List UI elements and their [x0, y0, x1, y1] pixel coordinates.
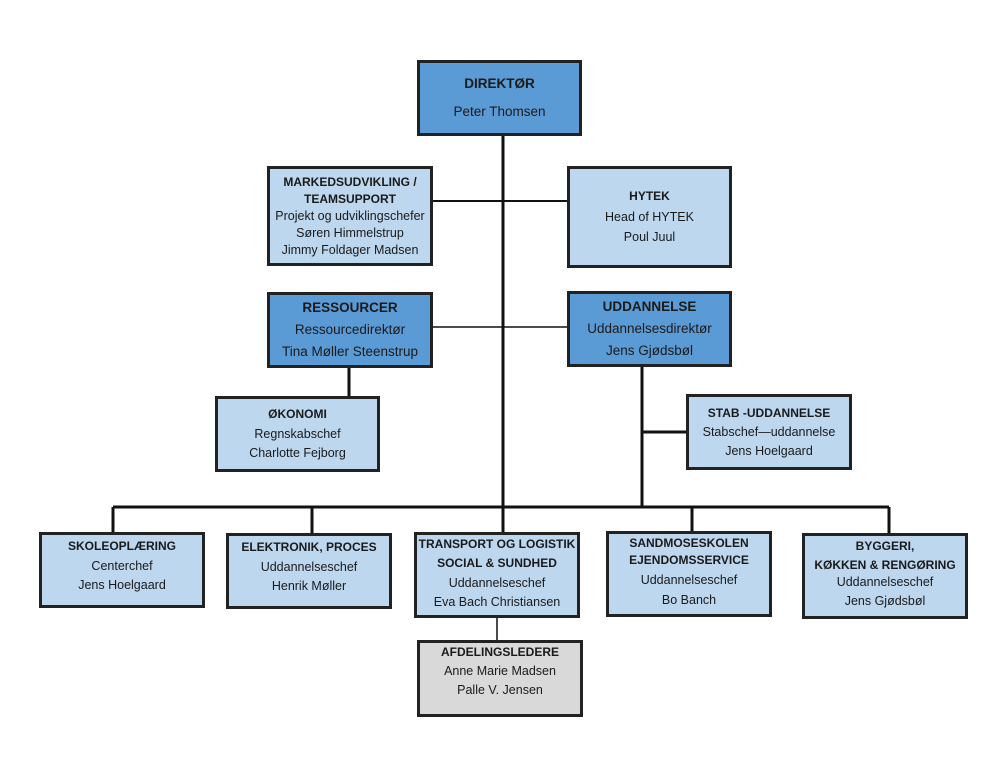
- marked-title-2: TEAMSUPPORT: [303, 191, 396, 206]
- okonomi-name: Charlotte Fejborg: [249, 446, 346, 460]
- byggeri-box: BYGGERI, KØKKEN & RENGØRING Uddannelsesc…: [802, 533, 968, 619]
- okonomi-box: ØKONOMI Regnskabschef Charlotte Fejborg: [215, 396, 380, 472]
- byggeri-title-2: KØKKEN & RENGØRING: [814, 558, 956, 572]
- stab-title: STAB -UDDANNELSE: [707, 405, 831, 420]
- skole-title: SKOLEOPLÆRING: [67, 539, 176, 553]
- sandmose-role: Uddannelseschef: [640, 573, 738, 587]
- director-title: DIREKTØR: [464, 76, 535, 91]
- afdeling-name-2: Palle V. Jensen: [457, 683, 543, 697]
- marked-role: Projekt og udviklingschefer: [275, 208, 425, 223]
- ressourcer-box: RESSOURCER Ressourcedirektør Tina Møller…: [267, 292, 433, 368]
- marked-box: MARKEDSUDVIKLING / TEAMSUPPORT Projekt o…: [267, 166, 433, 266]
- afdeling-box: AFDELINGSLEDERE Anne Marie Madsen Palle …: [417, 640, 583, 717]
- uddannelse-title: UDDANNELSE: [602, 299, 697, 314]
- uddannelse-role: Uddannelsesdirektør: [587, 321, 712, 336]
- marked-name-2: Jimmy Foldager Madsen: [281, 242, 419, 257]
- marked-name-1: Søren Himmelstrup: [296, 225, 404, 240]
- okonomi-title: ØKONOMI: [268, 407, 327, 421]
- hytek-title: HYTEK: [629, 189, 670, 203]
- byggeri-title-1: BYGGERI,: [855, 539, 915, 553]
- stab-box: STAB -UDDANNELSE Stabschef—uddannelse Je…: [686, 394, 852, 470]
- marked-title-1: MARKEDSUDVIKLING /: [283, 174, 417, 189]
- sandmose-name: Bo Banch: [661, 593, 717, 607]
- hytek-box: HYTEK Head of HYTEK Poul Juul: [567, 166, 732, 268]
- skole-role: Centerchef: [91, 559, 153, 573]
- stab-name: Jens Hoelgaard: [725, 443, 813, 458]
- director-name: Peter Thomsen: [453, 104, 546, 119]
- transport-box: TRANSPORT OG LOGISTIK SOCIAL & SUNDHED U…: [414, 532, 580, 618]
- sandmose-title-2: EJENDOMSSERVICE: [629, 553, 749, 567]
- director-box: DIREKTØR Peter Thomsen: [417, 60, 582, 136]
- stab-role: Stabschef—uddannelse: [702, 424, 836, 439]
- elektronik-name: Henrik Møller: [271, 579, 347, 593]
- okonomi-role: Regnskabschef: [254, 427, 341, 441]
- byggeri-name: Jens Gjødsbøl: [844, 594, 926, 608]
- afdeling-name-1: Anne Marie Madsen: [444, 664, 556, 678]
- byggeri-role: Uddannelseschef: [836, 575, 934, 589]
- afdeling-title: AFDELINGSLEDERE: [440, 645, 559, 659]
- elektronik-title: ELEKTRONIK, PROCES: [241, 540, 377, 554]
- ressourcer-title: RESSOURCER: [302, 300, 398, 315]
- transport-name: Eva Bach Christiansen: [433, 595, 561, 609]
- sandmose-title-1: SANDMOSESKOLEN: [629, 536, 749, 550]
- skole-box: SKOLEOPLÆRING Centerchef Jens Hoelgaard: [39, 532, 205, 608]
- transport-title-1: TRANSPORT OG LOGISTIK: [418, 537, 576, 551]
- transport-role: Uddannelseschef: [448, 576, 546, 590]
- elektronik-role: Uddannelseschef: [260, 560, 358, 574]
- hytek-name: Poul Juul: [623, 230, 676, 244]
- skole-name: Jens Hoelgaard: [78, 578, 166, 592]
- hytek-role: Head of HYTEK: [605, 210, 694, 224]
- uddannelse-box: UDDANNELSE Uddannelsesdirektør Jens Gjød…: [567, 291, 732, 367]
- ressourcer-name: Tina Møller Steenstrup: [281, 344, 419, 359]
- uddannelse-name: Jens Gjødsbøl: [605, 343, 694, 358]
- elektronik-box: ELEKTRONIK, PROCES Uddannelseschef Henri…: [226, 533, 392, 609]
- transport-title-2: SOCIAL & SUNDHED: [437, 556, 557, 570]
- ressourcer-role: Ressourcedirektør: [294, 322, 406, 337]
- sandmose-box: SANDMOSESKOLEN EJENDOMSSERVICE Uddannels…: [606, 531, 772, 617]
